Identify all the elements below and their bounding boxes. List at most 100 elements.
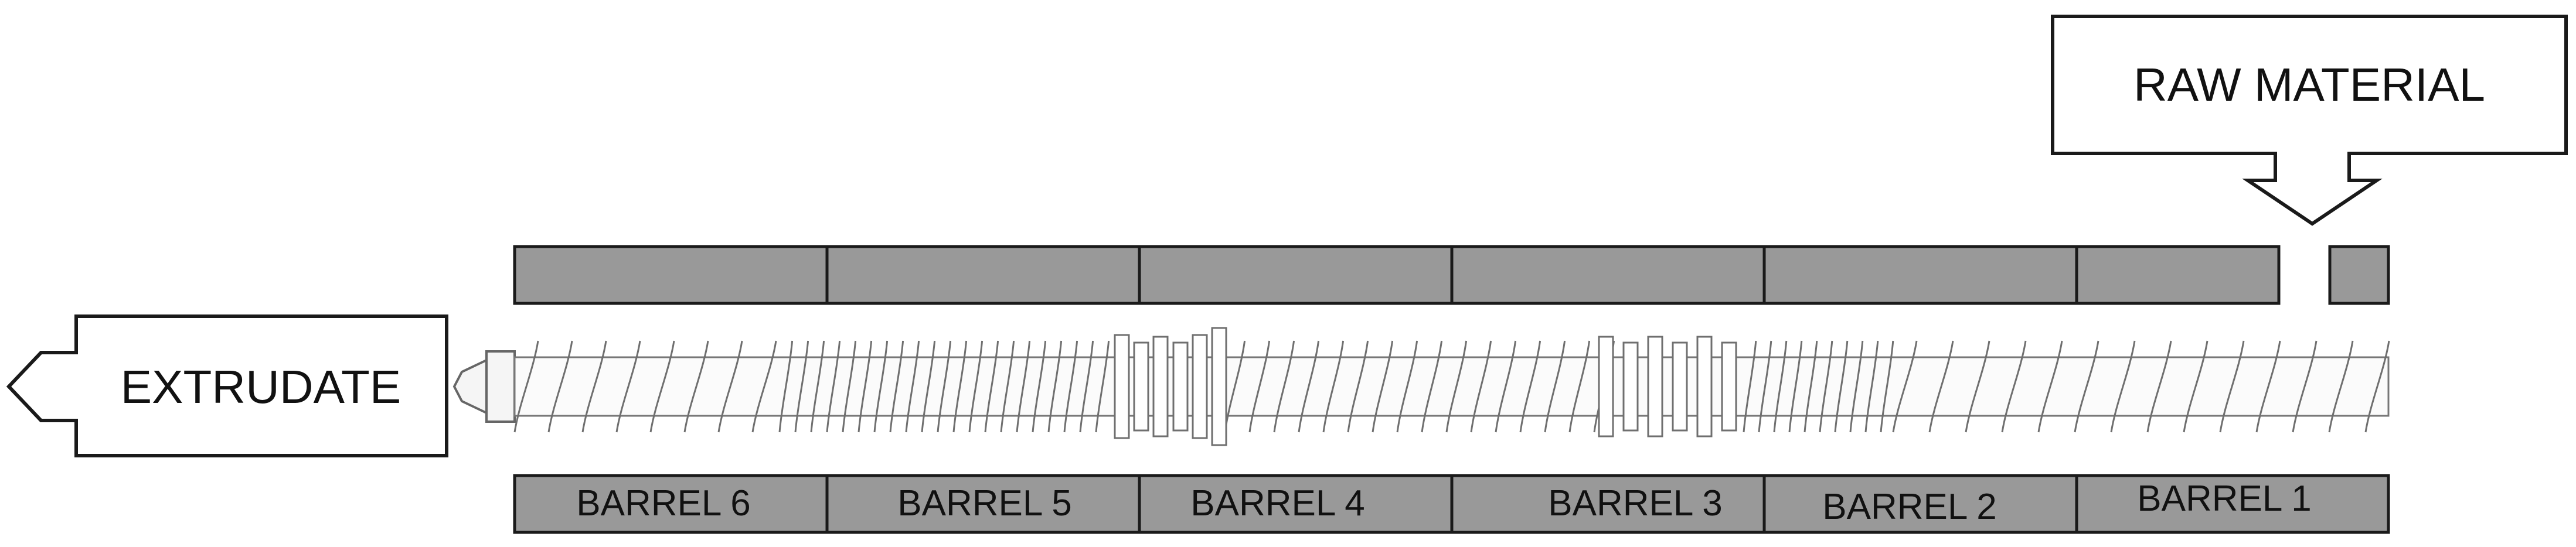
screw-flight	[1248, 340, 1271, 433]
screw-flight	[842, 340, 857, 433]
screw-flight	[1047, 340, 1063, 433]
screw-flight	[1079, 340, 1094, 433]
screw-flight	[1016, 340, 1031, 433]
screw-flight	[1758, 340, 1772, 433]
raw-material-callout: RAW MATERIAL	[2051, 15, 2568, 226]
screw-flight	[1544, 340, 1566, 433]
screw-flight	[826, 340, 841, 433]
kneading-disc	[1172, 341, 1189, 432]
barrel-4	[1138, 474, 1454, 534]
top-segment-1	[2075, 245, 2281, 305]
kneading-disc	[1152, 336, 1169, 437]
screw-flight	[1495, 340, 1517, 433]
kneading-disc	[1192, 334, 1208, 439]
top-segment-4	[1138, 245, 1454, 305]
screw-flight	[1568, 340, 1591, 433]
kneading-disc	[1721, 341, 1737, 432]
screw-flight	[1347, 340, 1369, 433]
screw-flight	[1372, 340, 1394, 433]
screw-flight	[1095, 340, 1110, 433]
screw-flight	[1788, 340, 1803, 433]
kneading-disc	[1696, 336, 1713, 437]
barrel-bottom-band: BARREL 6 BARREL 5 BARREL 4 BARREL 3 BARR…	[513, 474, 2390, 534]
top-segment-5	[825, 245, 1141, 305]
feed-port-segment	[2328, 245, 2390, 305]
screw-flight	[581, 340, 607, 433]
screw-flight	[1864, 340, 1879, 433]
screw-flight	[1803, 340, 1818, 433]
barrel-3-label: BARREL 3	[1548, 483, 1723, 524]
screw-flight	[547, 340, 573, 433]
screw-flight	[984, 340, 999, 433]
screw-flight	[1322, 340, 1345, 433]
barrel-2	[1762, 474, 2078, 534]
screw-flight	[2328, 340, 2354, 433]
screw-flight	[649, 340, 675, 433]
screw-flight	[905, 340, 920, 433]
barrel-top-band	[513, 245, 2390, 305]
screw-flight	[1849, 340, 1864, 433]
screw-flight	[810, 340, 825, 433]
kneading-disc	[1114, 334, 1130, 439]
barrel-5	[825, 474, 1141, 534]
screw-flight	[778, 340, 794, 433]
screw-flight	[1000, 340, 1015, 433]
kneading-disc	[1133, 341, 1149, 432]
screw-flight	[1773, 340, 1788, 433]
screw-flight	[717, 340, 743, 433]
screw-flight	[615, 340, 641, 433]
screw-flight	[921, 340, 936, 433]
screw-flight	[952, 340, 968, 433]
screw-flight	[2183, 340, 2209, 433]
screw-flight	[1892, 340, 1918, 433]
screw-flight	[857, 340, 873, 433]
screw-flight	[873, 340, 889, 433]
screw-flight	[1965, 340, 1990, 433]
screw-flight	[1819, 340, 1833, 433]
screw-flight	[1032, 340, 1047, 433]
screw-flight	[2364, 340, 2390, 433]
screw-flight	[2074, 340, 2099, 433]
screw-flight	[2219, 340, 2245, 433]
screw-flight	[1063, 340, 1078, 433]
kneading-blocks	[1114, 327, 1737, 446]
extrudate-label: EXTRUDATE	[121, 361, 401, 413]
screw-flight	[2001, 340, 2027, 433]
kneading-disc	[1622, 341, 1639, 432]
screw-flight	[968, 340, 984, 433]
screw-tip	[452, 358, 488, 415]
kneading-disc	[1598, 336, 1614, 437]
screw-flight	[2146, 340, 2172, 433]
barrel-6-label: BARREL 6	[576, 483, 751, 524]
screw-nut	[485, 350, 516, 423]
raw-material-box	[2051, 15, 2568, 226]
barrel-1	[2075, 474, 2390, 534]
top-segment-6	[513, 245, 829, 305]
screw-flight	[2110, 340, 2136, 433]
screw-flight	[794, 340, 809, 433]
extrudate-callout: EXTRUDATE	[6, 314, 448, 457]
kneading-disc	[1647, 336, 1663, 437]
screw-flight	[1880, 340, 1894, 433]
barrel-2-label: BARREL 2	[1822, 487, 1997, 527]
screw-flight	[1519, 340, 1541, 433]
screw-flight	[1298, 340, 1320, 433]
screw-flight	[1445, 340, 1468, 433]
screw-flight	[2292, 340, 2318, 433]
extrudate-box	[6, 314, 448, 457]
screw-flight	[1421, 340, 1443, 433]
screw-flight	[1743, 340, 1757, 433]
screw-flight	[889, 340, 904, 433]
barrel-4-label: BARREL 4	[1190, 483, 1365, 524]
screw-flight	[1834, 340, 1849, 433]
screw-flight	[513, 340, 539, 433]
screw-flight	[937, 340, 952, 433]
screw-flight	[1928, 340, 1954, 433]
screw-flight	[751, 340, 777, 433]
top-segment-3	[1450, 245, 1766, 305]
screw-flight	[1273, 340, 1295, 433]
kneading-disc	[1211, 327, 1227, 446]
barrel-5-label: BARREL 5	[897, 483, 1072, 524]
barrel-1-label: BARREL 1	[2137, 478, 2312, 519]
